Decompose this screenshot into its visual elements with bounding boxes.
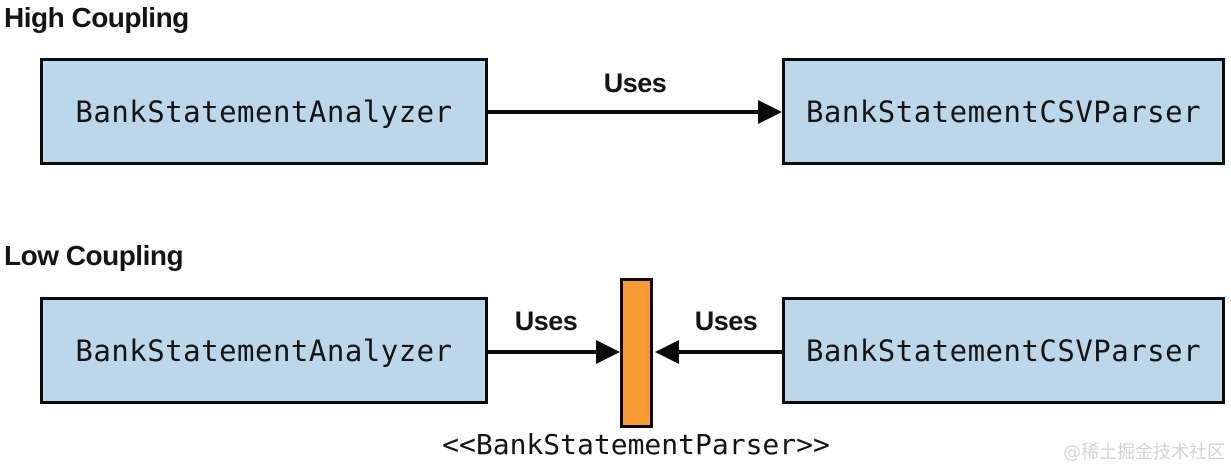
high-coupling-analyzer-box: BankStatementAnalyzer xyxy=(40,58,488,165)
high-coupling-arrow-line xyxy=(488,110,760,114)
low-coupling-csvparser-box: BankStatementCSVParser xyxy=(782,297,1225,404)
low-coupling-csvparser-label: BankStatementCSVParser xyxy=(805,333,1202,368)
low-coupling-analyzer-label: BankStatementAnalyzer xyxy=(75,333,453,368)
low-coupling-title: Low Coupling xyxy=(4,240,184,271)
low-coupling-left-arrowhead-icon xyxy=(596,340,620,364)
interface-bar xyxy=(620,278,653,428)
low-coupling-right-arrowhead-icon xyxy=(655,340,679,364)
low-coupling-right-uses-label: Uses xyxy=(694,306,758,336)
interface-name-label: <<BankStatementParser>> xyxy=(442,428,830,461)
high-coupling-title: High Coupling xyxy=(4,2,189,33)
high-coupling-uses-label: Uses xyxy=(603,68,667,98)
high-coupling-analyzer-label: BankStatementAnalyzer xyxy=(75,94,453,129)
high-coupling-csvparser-box: BankStatementCSVParser xyxy=(782,58,1225,165)
low-coupling-left-uses-label: Uses xyxy=(514,306,578,336)
watermark-text: @稀土掘金技术社区 xyxy=(1063,442,1225,463)
low-coupling-left-arrow-line xyxy=(488,350,600,354)
high-coupling-arrowhead-right-icon xyxy=(758,100,782,124)
low-coupling-right-arrow-line xyxy=(677,350,782,354)
low-coupling-analyzer-box: BankStatementAnalyzer xyxy=(40,297,488,404)
high-coupling-csvparser-label: BankStatementCSVParser xyxy=(805,94,1202,129)
